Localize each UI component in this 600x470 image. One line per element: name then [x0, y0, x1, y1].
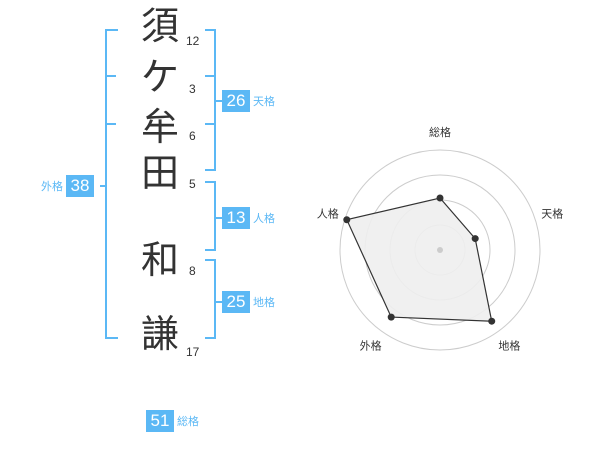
jinkaku-label: 人格: [253, 212, 275, 225]
chikaku-value: 25: [222, 291, 250, 313]
radar-point-3: [488, 317, 496, 325]
name-char-4: 田: [140, 151, 179, 195]
jinkaku-bracket: [205, 181, 216, 251]
stroke-count-1: 12: [186, 34, 200, 48]
radar-axis-label-3: 地格: [498, 338, 520, 352]
radar-axis-label-1: 総格: [429, 125, 451, 139]
radar-axis-label-4: 外格: [360, 338, 382, 352]
radar-series-polygon: [345, 197, 493, 322]
tenkaku-label: 天格: [253, 95, 275, 108]
gaikaku-value: 38: [66, 175, 94, 197]
stroke-count-4: 5: [189, 177, 196, 191]
radar-point-1: [436, 194, 444, 202]
radar-ring-4: [339, 149, 541, 351]
soukaku-label: 総格: [177, 415, 199, 428]
radar-axis-label-5: 人格: [317, 207, 339, 221]
chikaku-bracket: [205, 259, 216, 339]
radar-center-dot: [437, 247, 443, 253]
stroke-count-5: 8: [189, 264, 196, 278]
gaikaku-bracket: [105, 29, 118, 339]
name-char-6: 謙: [140, 312, 179, 356]
stroke-count-2: 3: [189, 82, 196, 96]
stroke-count-3: 6: [189, 129, 196, 143]
soukaku-value: 51: [146, 410, 174, 432]
radar-point-2: [471, 235, 479, 243]
jinkaku-value: 13: [222, 207, 250, 229]
name-char-3: 牟: [140, 105, 179, 149]
chikaku-label: 地格: [253, 296, 275, 309]
radar-axis-label-2: 天格: [541, 207, 563, 221]
name-char-2: ケ: [140, 55, 179, 99]
radar-point-4: [387, 313, 395, 321]
name-char-1: 須: [140, 4, 179, 48]
name-char-5: 和: [140, 238, 179, 282]
tenkaku-value: 26: [222, 90, 250, 112]
stroke-count-6: 17: [186, 345, 200, 359]
radar-point-5: [343, 216, 351, 224]
gaikaku-label: 外格: [41, 180, 63, 193]
